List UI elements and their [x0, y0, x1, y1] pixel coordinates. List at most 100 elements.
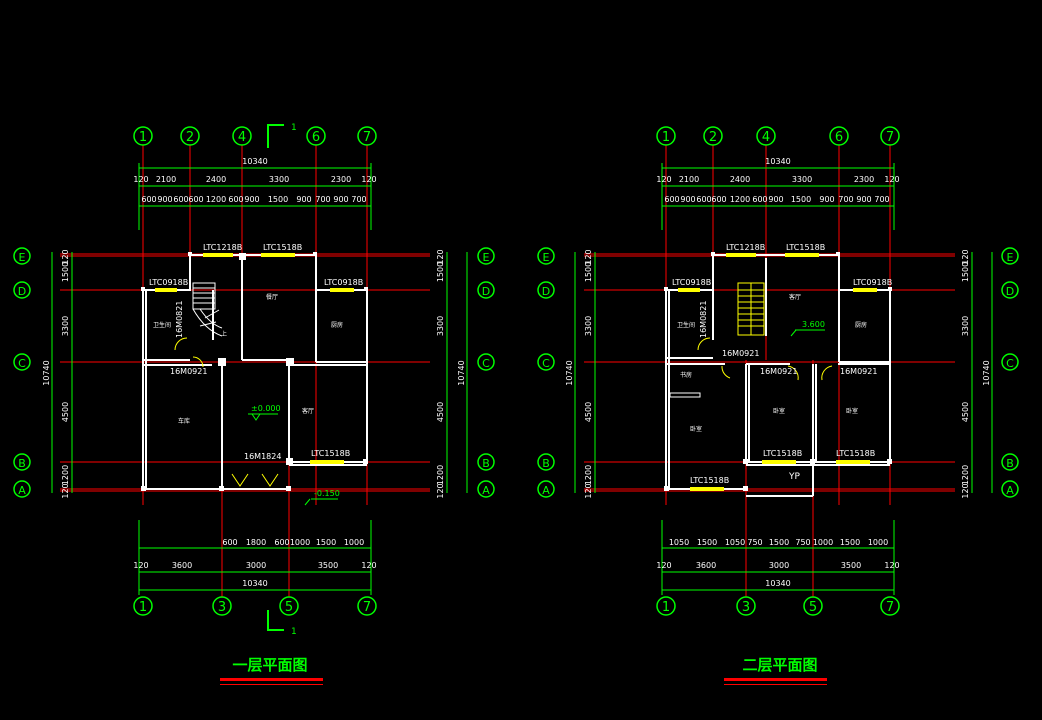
- overall-dim-top: 10340: [242, 157, 267, 166]
- axis-label: E: [483, 251, 490, 264]
- dim-top-row2: 700: [874, 195, 889, 204]
- window-label: LTC0918B: [149, 278, 188, 287]
- window-label: LTC1518B: [786, 243, 825, 252]
- axis-label: 2: [709, 130, 717, 145]
- dim-top-row2: 700: [315, 195, 330, 204]
- dim-side: 1500: [61, 262, 70, 282]
- dim-side-overall: 10740: [457, 360, 466, 385]
- dim-bottom-row1: 1500: [316, 538, 336, 547]
- axis-bubbles: [13, 126, 495, 616]
- room-label: 车库: [178, 417, 190, 425]
- axis-label: C: [1006, 357, 1014, 370]
- stair: [737, 282, 765, 336]
- dimension-texts: 10340 120 2100 2400 3300 2300 120 600 90…: [656, 157, 899, 588]
- windows: [678, 253, 877, 491]
- axis-label: C: [542, 357, 550, 370]
- dim-side: 4500: [584, 402, 593, 422]
- dim-side: 3300: [584, 316, 593, 336]
- dim-bottom-row1: 600: [222, 538, 237, 547]
- dim-side: 120: [61, 483, 70, 498]
- dim-bottom-row1: 1000: [290, 538, 310, 547]
- axis-label: 4: [762, 130, 770, 145]
- axis-label: 3: [218, 600, 226, 615]
- dim-bottom-row1: 1000: [868, 538, 888, 547]
- axis-label: D: [482, 285, 490, 298]
- axis-label: E: [19, 251, 26, 264]
- dim-side: 3300: [961, 316, 970, 336]
- dim-top-row2: 900: [296, 195, 311, 204]
- dim-bottom-row1: 1000: [344, 538, 364, 547]
- dim-top-row2: 600: [711, 195, 726, 204]
- dimension-lines: [574, 163, 993, 595]
- dim-side: 120: [436, 483, 445, 498]
- title-underline: [220, 684, 323, 685]
- axis-label: D: [1006, 285, 1014, 298]
- dim-bottom-row2: 120: [884, 561, 899, 570]
- dim-side: 1500: [961, 262, 970, 282]
- dim-bottom-row2: 120: [133, 561, 148, 570]
- windows: [155, 253, 354, 464]
- elevation-symbols: [790, 329, 825, 337]
- axis-label: E: [543, 251, 550, 264]
- dim-top-row2: 900: [333, 195, 348, 204]
- dim-top-row1: 2100: [679, 175, 699, 184]
- axis-bubble-top-6: [829, 126, 849, 146]
- axis-label: 1: [662, 600, 670, 615]
- dim-top-row2: 1200: [206, 195, 226, 204]
- axis-label: B: [18, 457, 26, 470]
- window-label: LTC1218B: [726, 243, 765, 252]
- room-label: 卫生间: [153, 321, 171, 329]
- axis-label: B: [542, 457, 550, 470]
- dim-top-row2: 900: [244, 195, 259, 204]
- dim-bottom-row2: 3600: [172, 561, 192, 570]
- dim-top-row2: 600: [173, 195, 188, 204]
- axis-label: A: [1006, 484, 1014, 497]
- axis-label: 1: [139, 130, 147, 145]
- window-label: LTC1218B: [203, 243, 242, 252]
- axis-bubble-top-4: [232, 126, 252, 146]
- axis-bubble-bottom-7: [880, 596, 900, 616]
- dim-side: 120: [436, 249, 445, 264]
- dim-bottom-row2: 3600: [696, 561, 716, 570]
- room-label: 卧室: [846, 407, 858, 415]
- dim-bottom-row2: 120: [361, 561, 376, 570]
- dim-side: 4500: [61, 402, 70, 422]
- dim-side: 3300: [436, 316, 445, 336]
- dim-top-row2: 600: [696, 195, 711, 204]
- axis-label: D: [18, 285, 26, 298]
- dim-bottom-row1: 1500: [697, 538, 717, 547]
- dim-side-overall: 10740: [42, 360, 51, 385]
- door-label: 16M0821: [699, 301, 708, 338]
- window-label: LTC1518B: [263, 243, 302, 252]
- dim-top-row2: 900: [856, 195, 871, 204]
- dim-top-row2: 1500: [268, 195, 288, 204]
- axis-label: A: [542, 484, 550, 497]
- dim-top-row2: 900: [819, 195, 834, 204]
- room-label: 厨房: [331, 321, 343, 329]
- title-underline: [724, 684, 827, 685]
- title-underline: [220, 678, 323, 681]
- elevation-label: ±0.000: [251, 404, 281, 413]
- axis-bubble-bottom-1: [656, 596, 676, 616]
- room-label: 客厅: [789, 293, 801, 301]
- dim-side: 120: [584, 249, 593, 264]
- dim-bottom-row1: 750: [795, 538, 810, 547]
- doors: [174, 337, 279, 487]
- window-label: LTC1518B: [690, 476, 729, 485]
- dimension-lines: [51, 163, 468, 595]
- axis-bubble-bottom-5: [279, 596, 299, 616]
- overall-dim-top: 10340: [765, 157, 790, 166]
- axis-bubbles: [537, 126, 1019, 616]
- plan-title: 一层平面图: [232, 656, 307, 674]
- axis-label: 7: [363, 600, 371, 615]
- title-underline: [724, 678, 827, 681]
- dim-top-row1: 2300: [854, 175, 874, 184]
- axis-bubble-top-2: [703, 126, 723, 146]
- door-label: 16M0921: [840, 367, 877, 376]
- dim-side-overall: 10740: [982, 360, 991, 385]
- dim-top-row2: 600: [752, 195, 767, 204]
- dim-side: 120: [961, 483, 970, 498]
- axis-label: 7: [886, 600, 894, 615]
- dim-top-row2: 600: [228, 195, 243, 204]
